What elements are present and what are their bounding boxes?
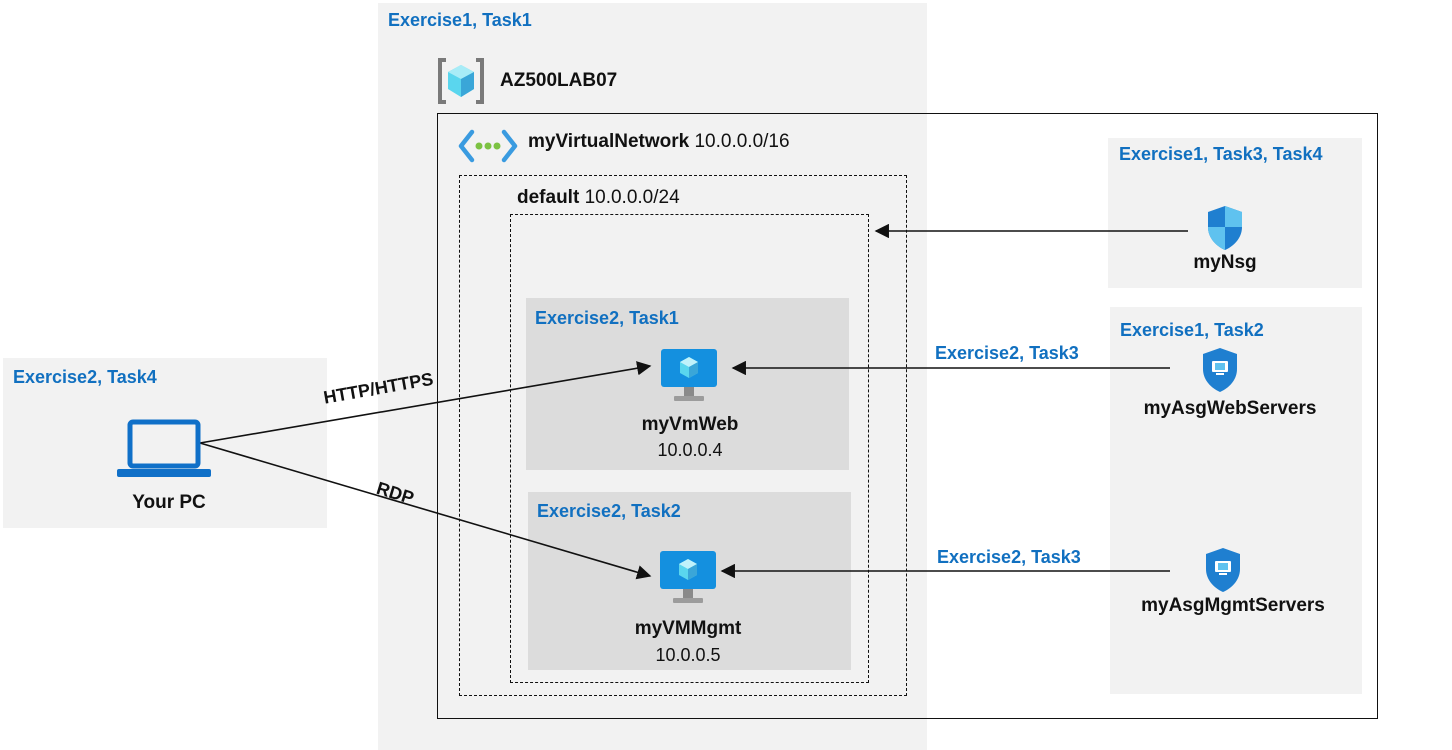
vm-web-task-label: Exercise2, Task1: [535, 308, 679, 328]
pc-panel: [3, 358, 327, 528]
subnet-title: default 10.0.0.0/24: [517, 187, 680, 209]
asg-mgmt-shield-icon: [1204, 547, 1242, 593]
subnet-boundary: [459, 175, 907, 696]
rdp-connection-line: [199, 442, 652, 580]
shield-icon: [1206, 205, 1244, 251]
vm-mgmt-name: myVMMgmt: [634, 618, 742, 639]
laptop-icon: [116, 418, 212, 480]
rg-task-label: Exercise1, Task1: [388, 10, 532, 30]
pc-name: Your PC: [132, 492, 206, 513]
vm-web-ip: 10.0.0.4: [657, 440, 723, 460]
asg-task-label: Exercise1, Task2: [1120, 320, 1264, 340]
subnet-cidr: 10.0.0.0/24: [584, 187, 680, 208]
subnet-name: default: [517, 187, 580, 208]
vm-mgmt-ip: 10.0.0.5: [655, 645, 721, 665]
asg-mgmt-name: myAsgMgmtServers: [1141, 595, 1325, 616]
vm-mgmt-task-label: Exercise2, Task2: [537, 501, 681, 521]
nsg-scope-boundary: [510, 214, 869, 683]
pc-task-label: Exercise2, Task4: [13, 367, 157, 387]
vm-web-icon: [660, 348, 718, 404]
resource-group-icon: [436, 56, 486, 106]
http-connection-line: [199, 361, 652, 444]
vnet-boundary: [437, 113, 1378, 719]
vm-mgmt-icon: [659, 550, 717, 606]
rg-name: AZ500LAB07: [500, 70, 618, 91]
vnet-name: myVirtualNetwork: [528, 131, 690, 152]
vm-web-name: myVmWeb: [641, 414, 739, 435]
asg-web-task-label: Exercise2, Task3: [935, 343, 1079, 363]
vnet-title: myVirtualNetwork 10.0.0.0/16: [528, 131, 790, 153]
asg-web-shield-icon: [1201, 347, 1239, 393]
virtual-network-icon: [458, 128, 518, 164]
asg-web-name: myAsgWebServers: [1143, 398, 1317, 419]
nsg-task-label: Exercise1, Task3, Task4: [1119, 144, 1323, 164]
nsg-name: myNsg: [1193, 252, 1257, 273]
asg-mgmt-task-label: Exercise2, Task3: [937, 547, 1081, 567]
vnet-cidr: 10.0.0.0/16: [694, 131, 790, 152]
